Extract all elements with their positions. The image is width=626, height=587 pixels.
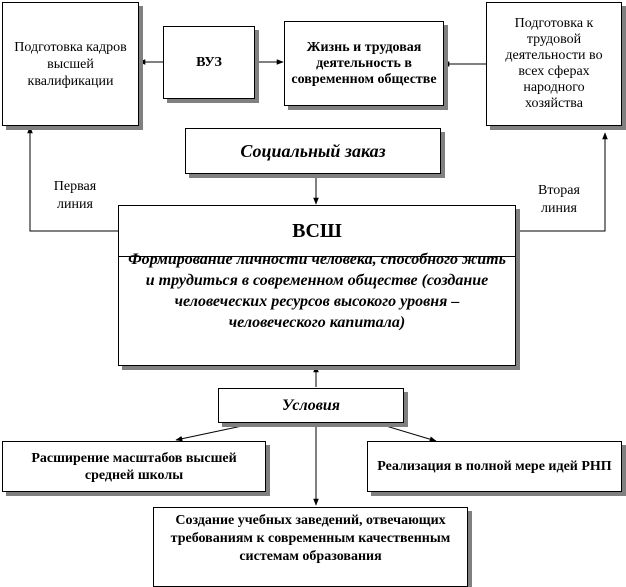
arrow-second-line xyxy=(516,132,608,232)
vsh-body-text: Формирование личности человека, способно… xyxy=(128,251,506,331)
box-conditions-text: Условия xyxy=(282,396,340,414)
box-training-top-text: Подготовка кадров высшей квалификации xyxy=(14,39,127,89)
box-social-order-text: Социальный заказ xyxy=(240,140,386,161)
label-second-line: Вторая линия xyxy=(524,182,594,218)
vsh-title: ВСШ xyxy=(119,206,515,257)
box-creation: Создание учебных заведений, отвечающих т… xyxy=(153,507,468,587)
label-first-line-text: Первая линия xyxy=(53,179,97,212)
box-social-order: Социальный заказ xyxy=(185,128,441,174)
box-vuz-text: ВУЗ xyxy=(196,54,222,70)
box-realization-text: Реализация в полной мере идей РНП xyxy=(377,459,612,474)
box-training-top: Подготовка кадров высшей квалификации xyxy=(2,2,139,126)
box-life-work: Жизнь и трудовая деятельность в современ… xyxy=(284,21,444,106)
label-first-line: Первая линия xyxy=(40,178,110,214)
arrow-conditions-to-realization xyxy=(375,422,437,442)
box-training-all: Подготовка к трудовой деятельности во вс… xyxy=(486,2,622,126)
arrow-conditions-to-expansion xyxy=(175,422,257,442)
label-second-line-text: Вторая линия xyxy=(538,183,580,216)
box-expansion: Расширение масштабов высшей средней школ… xyxy=(2,441,266,492)
box-expansion-text: Расширение масштабов высшей средней школ… xyxy=(31,450,237,483)
arrow-first-line xyxy=(27,126,118,232)
box-vsh: ВСШ Формирование личности человека, спос… xyxy=(118,205,516,366)
box-vuz: ВУЗ xyxy=(163,26,255,99)
box-life-work-text: Жизнь и трудовая деятельность в современ… xyxy=(291,39,437,87)
box-conditions: Условия xyxy=(218,388,404,423)
box-creation-text: Создание учебных заведений, отвечающих т… xyxy=(170,513,451,564)
box-training-all-text: Подготовка к трудовой деятельности во вс… xyxy=(505,16,603,111)
vsh-body: Формирование личности человека, способно… xyxy=(119,251,515,365)
box-realization: Реализация в полной мере идей РНП xyxy=(367,441,622,492)
